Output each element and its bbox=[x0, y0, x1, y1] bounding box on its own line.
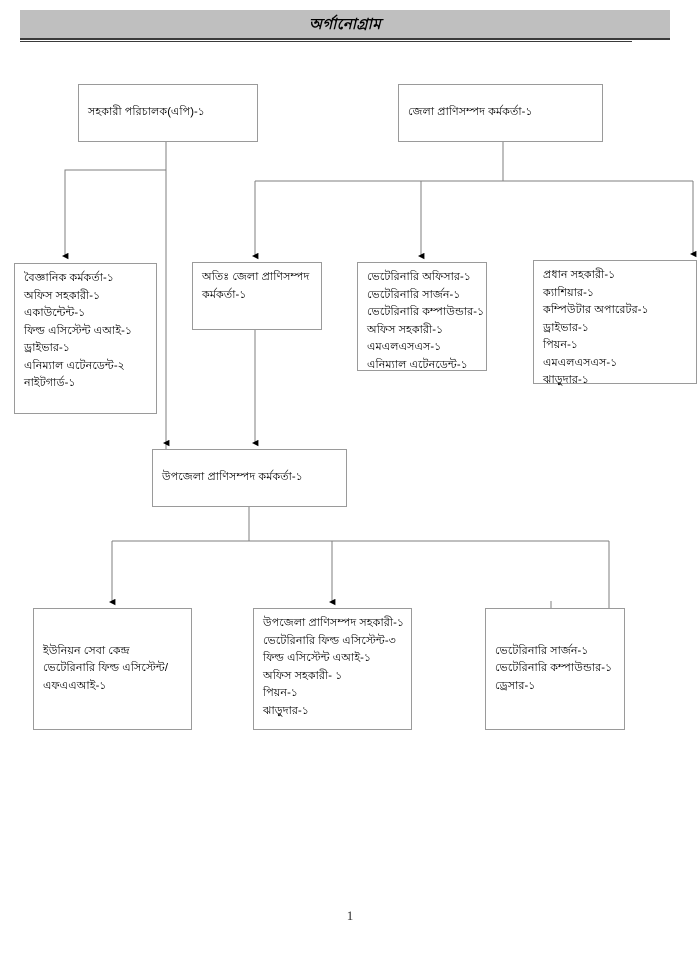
node-line: ভেটেরিনারি কম্পাউন্ডার-১ bbox=[495, 662, 613, 675]
node-line: অফিস সহকারী-১ bbox=[24, 289, 101, 302]
node-line: বৈজ্ঞানিক কর্মকর্তা-১ bbox=[24, 272, 115, 284]
node-assistant-director[interactable]: সহকারী পরিচালক(এপি)-১ bbox=[78, 84, 258, 142]
node-district-officer[interactable]: জেলা প্রাণিসম্পদ কর্মকর্তা-১ bbox=[398, 84, 603, 142]
node-line: কম্পিউটার অপারেটর-১ bbox=[543, 304, 649, 316]
node-line: অফিস সহকারী-১ bbox=[367, 323, 444, 336]
node-line: ড্রাইভার-১ bbox=[543, 321, 589, 334]
node-upazila-officer[interactable]: উপজেলা প্রাণিসম্পদ কর্মকর্তা-১ bbox=[152, 449, 347, 507]
node-line: ড্রাইভার-১ bbox=[24, 342, 70, 354]
node-line: উপজেলা প্রাণিসম্পদ কর্মকর্তা-১ bbox=[162, 471, 303, 484]
node-line: ভেটেরিনারি কম্পাউন্ডার-১ bbox=[367, 306, 485, 318]
node-line: এমএলএসএস-১ bbox=[543, 356, 618, 369]
node-scientific-staff[interactable]: বৈজ্ঞানিক কর্মকর্তা-১ অফিস সহকারী-১ একাউ… bbox=[14, 263, 157, 414]
node-line: ফিল্ড এসিস্টেন্ট এআই-১ bbox=[263, 652, 372, 664]
node-line: ফিল্ড এসিস্টেন্ট এআই-১ bbox=[24, 324, 133, 337]
document-title-bar: অর্গানোগ্রাম bbox=[20, 10, 670, 40]
node-addl-district-officer[interactable]: অতিঃ জেলা প্রাণিসম্পদ কর্মকর্তা-১ bbox=[192, 262, 322, 330]
node-line: এফএএআই-১ bbox=[43, 679, 107, 692]
node-line: জেলা প্রাণিসম্পদ কর্মকর্তা-১ bbox=[408, 106, 533, 119]
node-administrative-staff[interactable]: প্রধান সহকারী-১ ক্যাশিয়ার-১ কম্পিউটার অ… bbox=[533, 260, 697, 386]
page-title: অর্গানোগ্রাম bbox=[309, 16, 381, 33]
node-line: সহকারী পরিচালক(এপি)-১ bbox=[88, 106, 205, 119]
node-upazila-assistants[interactable]: উপজেলা প্রাণিসম্পদ সহকারী-১ ভেটেরিনারি ফ… bbox=[253, 608, 412, 730]
node-line: ভেটেরিনারি সার্জন-১ bbox=[367, 288, 461, 301]
node-line: ভেটেরিনারি সার্জন-১ bbox=[495, 644, 589, 657]
node-line: ঝাড়ুদার-১ bbox=[543, 374, 589, 386]
node-line: একাউন্টেন্ট-১ bbox=[24, 307, 86, 319]
node-line: এনিম্যাল এটেনডেন্ট-২ bbox=[24, 359, 125, 372]
node-line: পিয়ন-১ bbox=[543, 339, 579, 351]
node-line: ভেটেরিনারি ফিল্ড এসিস্টেন্ট-৩ bbox=[263, 634, 396, 647]
node-veterinary-surgeon[interactable]: ভেটেরিনারি সার্জন-১ ভেটেরিনারি কম্পাউন্ড… bbox=[485, 608, 625, 730]
node-line: ভেটেরিনারি অফিসার-১ bbox=[367, 271, 472, 283]
node-line: ড্রেসার-১ bbox=[495, 679, 536, 692]
node-line: প্রধান সহকারী-১ bbox=[543, 269, 616, 281]
node-line: ইউনিয়ন সেবা কেন্দ্র bbox=[43, 644, 130, 657]
node-line: পিয়ন-১ bbox=[263, 687, 299, 699]
node-veterinary-staff[interactable]: ভেটেরিনারি অফিসার-১ ভেটেরিনারি সার্জন-১ … bbox=[357, 262, 487, 371]
node-line: ক্যাশিয়ার-১ bbox=[543, 286, 595, 299]
node-union-service-center[interactable]: ইউনিয়ন সেবা কেন্দ্র ভেটেরিনারি ফিল্ড এস… bbox=[33, 608, 192, 730]
node-line: এমএলএসএস-১ bbox=[367, 341, 442, 353]
node-line: ঝাড়ুদার-১ bbox=[263, 704, 309, 717]
node-line: এনিম্যাল এটেনডেন্ট-১ bbox=[367, 358, 468, 371]
node-line: কর্মকর্তা-১ bbox=[202, 288, 247, 301]
node-line: অতিঃ জেলা প্রাণিসম্পদ bbox=[202, 271, 310, 283]
page-number: 1 bbox=[346, 908, 354, 923]
node-line: নাইটগার্ড-১ bbox=[24, 377, 76, 389]
node-line: অফিস সহকারী- ১ bbox=[263, 669, 343, 682]
node-line: উপজেলা প্রাণিসম্পদ সহকারী-১ bbox=[263, 617, 405, 629]
node-line: ভেটেরিনারি ফিল্ড এসিস্টেন্ট/ bbox=[43, 662, 168, 675]
title-underline-rule bbox=[20, 41, 632, 42]
